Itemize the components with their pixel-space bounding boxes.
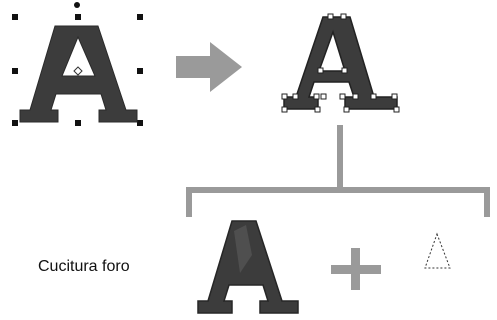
letter-a-with-nodes (281, 13, 400, 113)
center-point-icon (73, 66, 83, 76)
selection-handle-top-left[interactable] (12, 14, 18, 20)
selection-handle-bottom-center[interactable] (75, 120, 81, 126)
letter-a-outlined (283, 16, 398, 110)
triangle-hole-outline-icon (424, 232, 451, 269)
selection-handle-top-center[interactable] (75, 14, 81, 20)
letter-a-filled (197, 220, 299, 314)
right-arrow-icon (176, 42, 242, 92)
split-connector (186, 125, 490, 217)
selected-letter-a-with-handles[interactable] (0, 0, 160, 135)
selection-handle-bottom-left[interactable] (12, 120, 18, 126)
hole-stitch-caption: Cucitura foro (38, 258, 130, 275)
selection-handle-bottom-right[interactable] (137, 120, 143, 126)
selection-handle-middle-right[interactable] (137, 68, 143, 74)
letter-a-stitched (19, 25, 138, 123)
selection-handle-top-right[interactable] (137, 14, 143, 20)
selection-handle-middle-left[interactable] (12, 68, 18, 74)
rotation-handle[interactable] (74, 2, 80, 8)
plus-icon (331, 248, 381, 290)
node-handles[interactable] (281, 13, 400, 113)
